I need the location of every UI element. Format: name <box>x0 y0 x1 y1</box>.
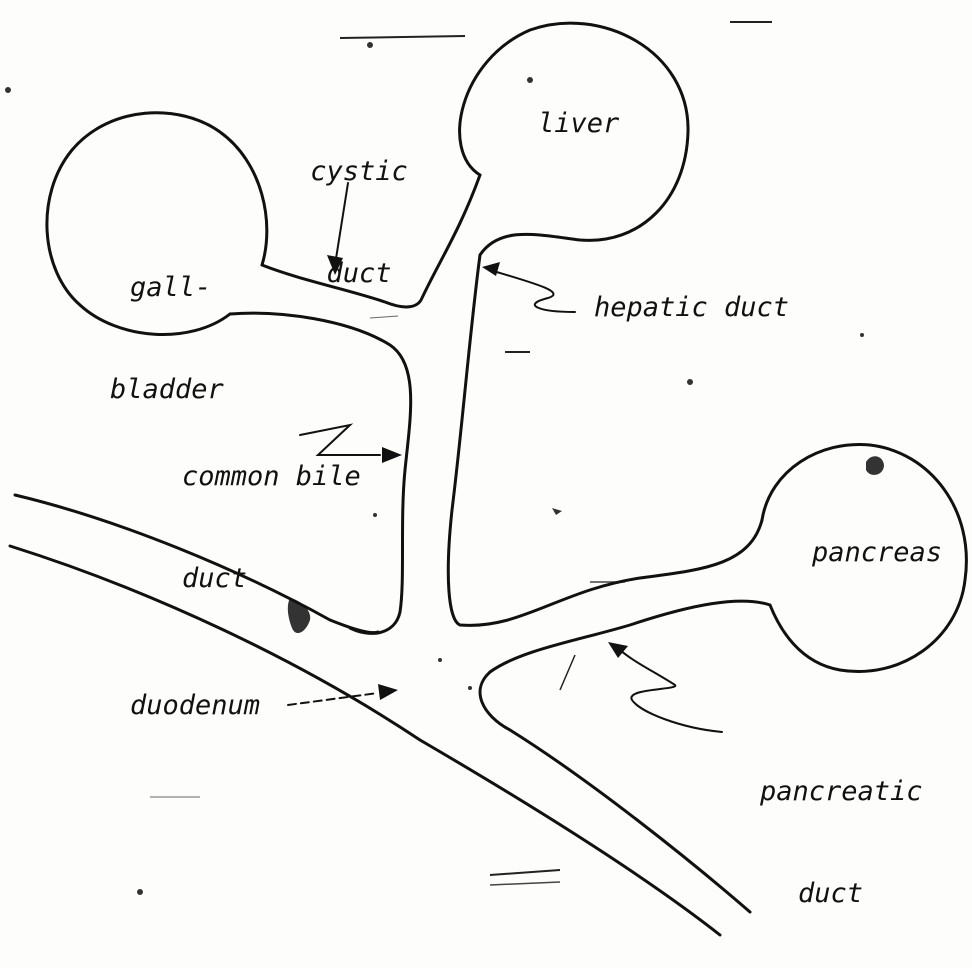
gallbladder-label-line-1: gall- <box>110 271 224 305</box>
pancreas-label: pancreas <box>812 536 942 570</box>
duodenum-right-wall <box>480 672 750 912</box>
duodenum-arrow <box>288 684 398 705</box>
pancreatic-duct-label-line-2: duct <box>760 877 923 911</box>
hepatic-duct-label: hepatic duct <box>594 291 789 325</box>
hepatic-duct-arrow <box>482 262 575 312</box>
cystic-duct-label: cystic duct <box>304 87 414 359</box>
duodenum-lower-wall <box>10 546 720 935</box>
common-bile-duct-label-line-2: duct <box>182 562 361 596</box>
common-bile-duct-label: common bile duct <box>182 392 361 664</box>
cystic-duct-label-line-2: duct <box>304 257 414 291</box>
cystic-duct-label-line-1: cystic <box>304 155 414 189</box>
liver-label: liver <box>538 107 619 141</box>
duodenum-label: duodenum <box>130 689 260 723</box>
pancreatic-duct-arrow <box>608 642 722 732</box>
pancreatic-duct-label: pancreatic duct <box>760 707 923 979</box>
common-bile-duct-label-line-1: common bile <box>182 460 361 494</box>
pancreatic-duct-label-line-1: pancreatic <box>760 775 923 809</box>
